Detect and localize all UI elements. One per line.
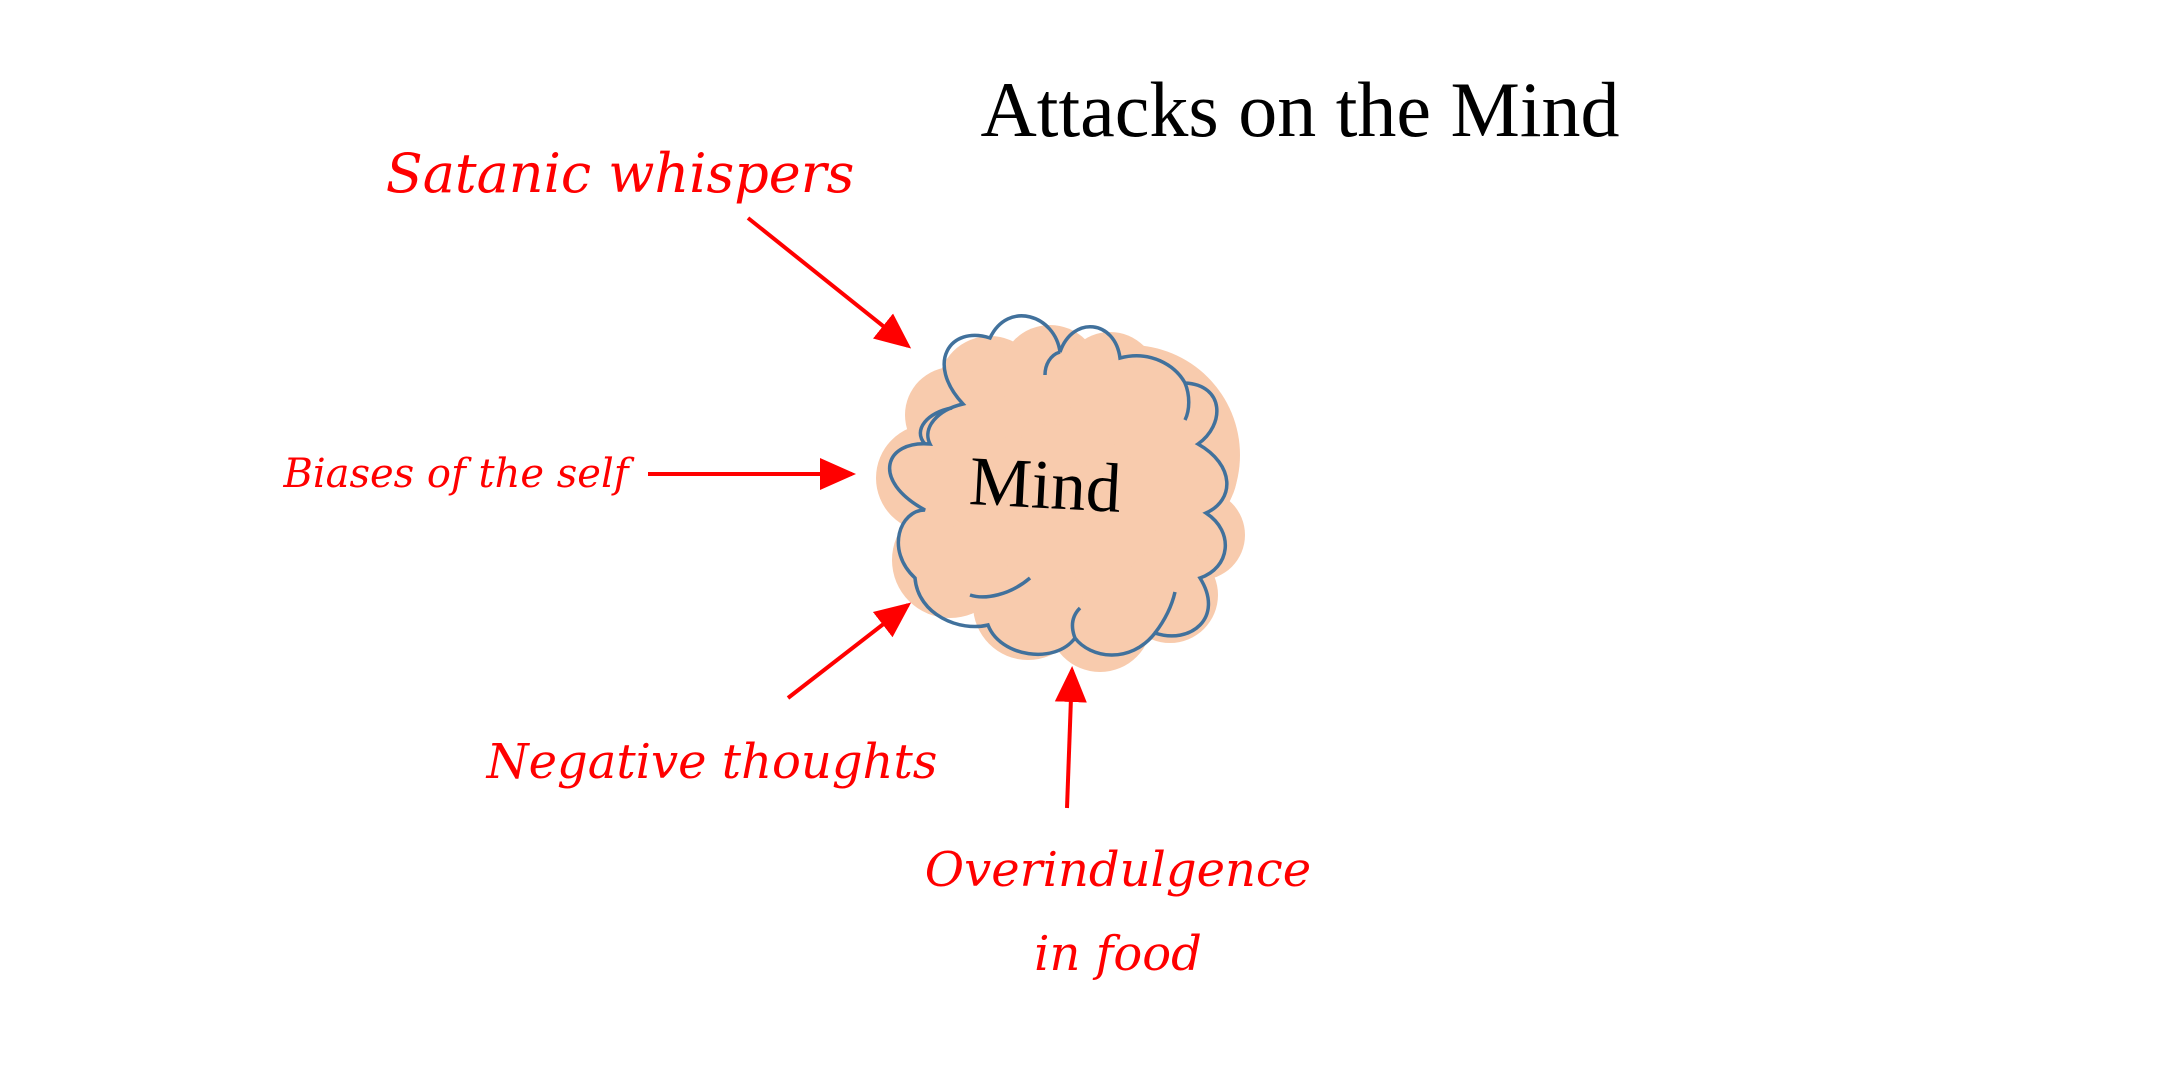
- arrow-overindulgence-in-food: [1054, 666, 1087, 809]
- label-biases-of-the-self: Biases of the self: [282, 451, 634, 497]
- slide-title: Attacks on the Mind: [980, 66, 1619, 153]
- label-negative-thoughts: Negative thoughts: [486, 734, 938, 790]
- arrow-satanic-whispers: [746, 216, 912, 349]
- mind-label: Mind: [967, 443, 1123, 528]
- arrow-negative-thoughts: [786, 602, 912, 700]
- label-overindulgence-line-2: in food: [1034, 926, 1202, 982]
- label-satanic-whispers: Satanic whispers: [386, 142, 855, 205]
- mind-cloud: Mind: [876, 314, 1245, 672]
- label-overindulgence-line-1: Overindulgence: [925, 842, 1311, 898]
